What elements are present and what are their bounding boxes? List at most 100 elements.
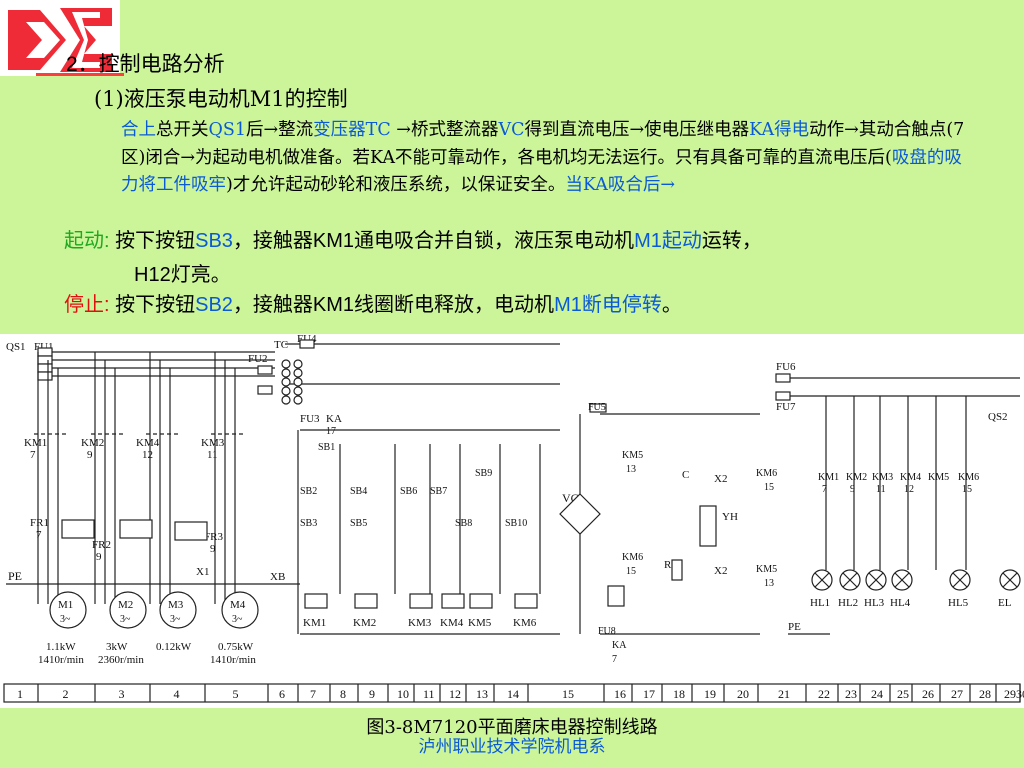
label-xb: XB <box>270 571 285 583</box>
section-heading: 2．控制电路分析 <box>66 53 225 76</box>
lamp-label-5: EL <box>998 597 1012 609</box>
column-number-28: 28 <box>979 687 991 701</box>
thermal-num-0: 7 <box>36 529 42 541</box>
column-number-30: 30 <box>1016 687 1024 701</box>
motor-speed-0: 1410r/min <box>38 654 84 666</box>
button-sb1: SB1 <box>318 442 335 453</box>
indicator-contact-5: KM6 <box>958 472 979 483</box>
label-fu6: FU6 <box>776 361 796 373</box>
footer-institution: 泸州职业技术学院机电系 <box>418 737 606 757</box>
column-number-26: 26 <box>922 687 934 701</box>
motor-m1 <box>49 591 87 629</box>
indicator-contact-0: KM1 <box>818 472 839 483</box>
tc-coil-l-2 <box>281 377 291 387</box>
label-qs2: QS2 <box>988 411 1008 423</box>
label-ka-coil-num: 7 <box>612 654 617 665</box>
indicator-contact-1: KM2 <box>846 472 867 483</box>
label-resistor: R <box>664 559 672 571</box>
column-number-27: 27 <box>951 687 963 701</box>
lamp-x2-2 <box>868 572 884 588</box>
stop-text-e: 。 <box>661 294 682 316</box>
motor-name-3: M4 <box>230 599 246 611</box>
fuse-fu2b <box>257 385 273 395</box>
column-number-10: 10 <box>397 687 409 701</box>
label-pe-right: PE <box>788 621 801 633</box>
button-sb4: SB4 <box>350 486 367 497</box>
lamp-label-2: HL3 <box>864 597 885 609</box>
label-fu7: FU7 <box>776 401 796 413</box>
label-fu8: FU8 <box>598 626 616 637</box>
label-x2-b: X2 <box>714 565 727 577</box>
button-sb8: SB8 <box>455 518 472 529</box>
description-paragraph: 合上总开关QS1后→整流变压器TC →桥式整流器VC得到直流电压→使电压继电器K… <box>121 117 971 200</box>
fuse-fu1-3 <box>37 371 53 381</box>
label-km5-a-num: 13 <box>626 464 636 475</box>
label-ka-coil: KA <box>612 640 627 651</box>
fuse-fu6 <box>775 373 791 383</box>
indicator-contact-2: KM3 <box>872 472 893 483</box>
indicator-contact-num-5: 15 <box>962 484 972 495</box>
contactor-label-3: KM3 <box>201 437 225 449</box>
column-number-25: 25 <box>897 687 909 701</box>
para-run-12: 当KA吸合后→ <box>565 175 675 195</box>
para-run-6: VC <box>498 120 525 140</box>
label-ka: KA <box>326 413 342 425</box>
start-qidong: 起动 <box>661 230 702 252</box>
column-number-16: 16 <box>614 687 626 701</box>
column-number-19: 19 <box>704 687 716 701</box>
contactor-label-2: KM4 <box>136 437 160 449</box>
thermal-num-2: 9 <box>210 543 216 555</box>
contactor-num-0: 7 <box>30 449 36 461</box>
motor-m4 <box>221 591 259 629</box>
indicator-contact-num-1: 9 <box>850 484 855 495</box>
coil-label-2: KM3 <box>408 617 432 629</box>
label-km6-a-num: 15 <box>626 566 636 577</box>
column-number-6: 6 <box>279 687 285 701</box>
label-x1: X1 <box>196 566 209 578</box>
thermal-label-2: FR3 <box>204 531 223 543</box>
start-text-c: ，接触器KM1通电吸合并自锁，液压泵电动机 <box>232 230 635 252</box>
column-number-7: 7 <box>310 687 316 701</box>
label-km6-b-num: 15 <box>764 482 774 493</box>
column-number-1: 1 <box>17 687 23 701</box>
ka-coil <box>607 585 625 607</box>
para-run-2: QS1 <box>208 120 246 140</box>
button-sb2: SB2 <box>300 486 317 497</box>
column-number-17: 17 <box>643 687 655 701</box>
contactor-label-1: KM2 <box>81 437 104 449</box>
fuse-fu1-0 <box>37 347 53 357</box>
column-number-20: 20 <box>737 687 749 701</box>
motor-power-3: 0.75kW <box>218 641 254 653</box>
start-line: 起动: 按下按钮SB3，接触器KM1通电吸合并自锁，液压泵电动机M1起动运转， <box>64 224 762 253</box>
coil-km1 <box>304 593 328 609</box>
tc-coil-r-4 <box>293 395 303 405</box>
para-run-3: 后→整流 <box>245 120 314 140</box>
coil-label-5: KM6 <box>513 617 537 629</box>
label-km5-b-num: 13 <box>764 578 774 589</box>
tc-coil-l-4 <box>281 395 291 405</box>
lamp-x2-5 <box>1002 572 1018 588</box>
label-km5-a: KM5 <box>622 450 643 461</box>
fr2-box <box>119 519 153 539</box>
label-km6-b: KM6 <box>756 468 777 479</box>
label-fu2: FU2 <box>248 353 268 365</box>
column-number-8: 8 <box>340 687 346 701</box>
label-pe: PE <box>8 569 22 583</box>
fuse-fu4 <box>299 339 315 349</box>
fuse-fu1-1 <box>37 355 53 365</box>
column-number-14: 14 <box>507 687 519 701</box>
fuse-fu5 <box>589 403 607 413</box>
para-run-7: 得到直流电压→使电压继电器 <box>524 120 750 140</box>
coil-km2 <box>354 593 378 609</box>
yh-coil <box>699 505 717 547</box>
circuit-diagram-svg: QS1FU1FU2TCFU4FU3KA17KM17KM29KM412KM311F… <box>3 333 1024 703</box>
column-number-15: 15 <box>562 687 574 701</box>
thermal-num-1: 9 <box>96 551 102 563</box>
column-number-9: 9 <box>369 687 375 701</box>
fuse-fu7 <box>775 391 791 401</box>
column-number-23: 23 <box>845 687 857 701</box>
label-qs1: QS1 <box>6 341 26 353</box>
label-capacitor: C <box>682 469 689 481</box>
motor-phase-3: 3~ <box>232 614 243 625</box>
stop-text-c: ，接触器KM1线圈断电释放，电动机 <box>232 294 555 316</box>
